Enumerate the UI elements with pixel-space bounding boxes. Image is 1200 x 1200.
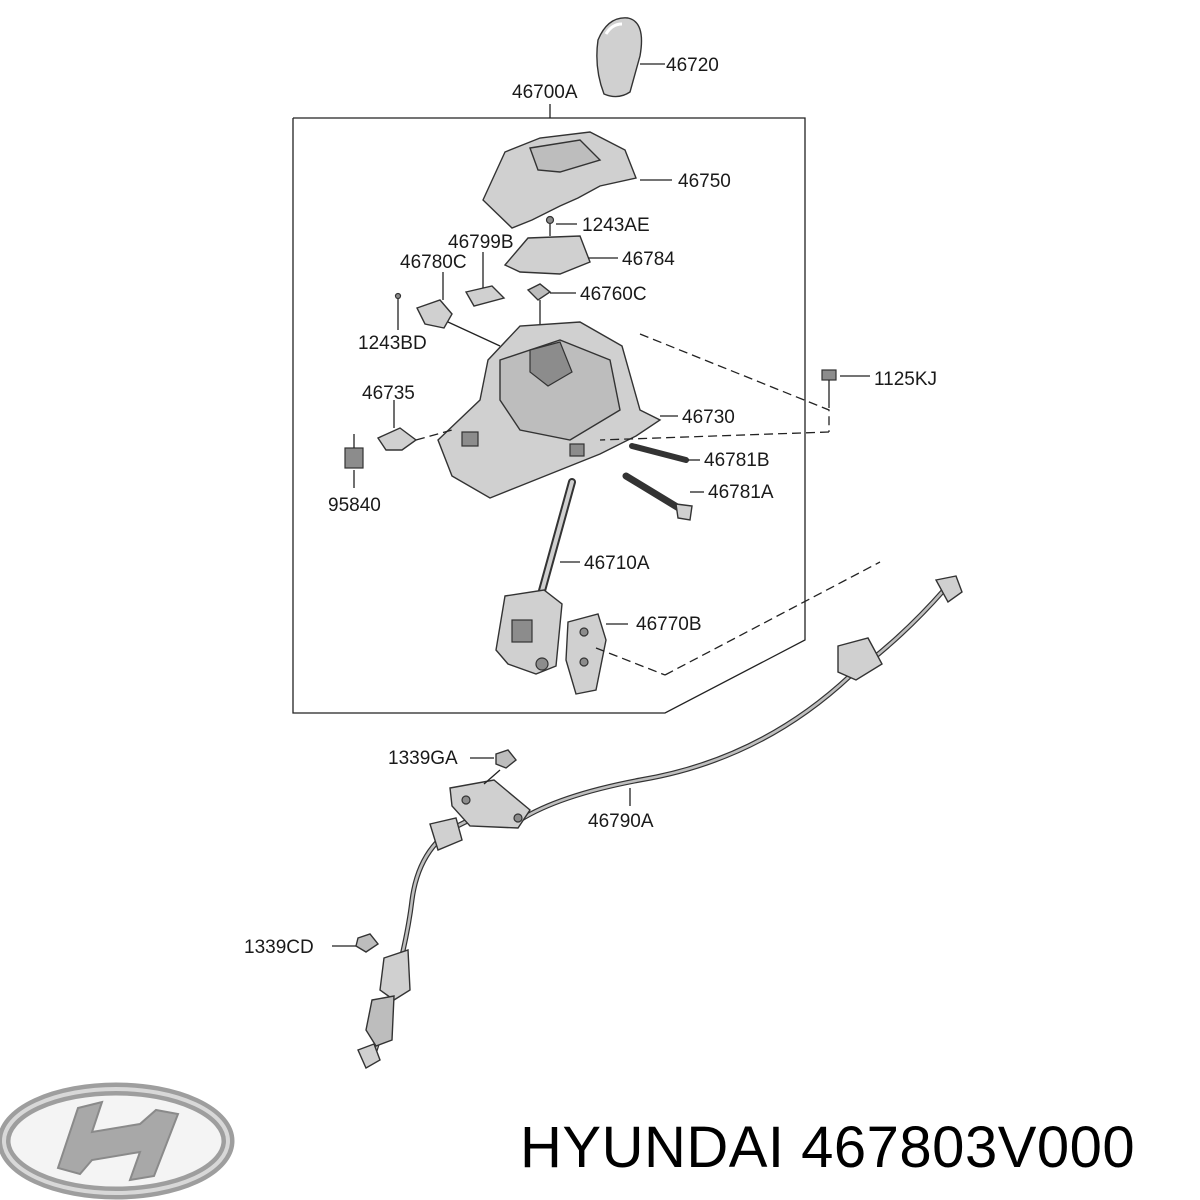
nut-1339ga [470, 749, 517, 785]
callout-46710a: 46710A [584, 553, 650, 574]
pins-46781 [622, 443, 704, 521]
shift-knob [596, 17, 665, 98]
nut-1339cd [332, 933, 380, 953]
part-number: 467803V000 [801, 1115, 1136, 1180]
callout-46790a: 46790A [588, 811, 654, 832]
callout-46735: 46735 [362, 383, 415, 404]
bolt-1125kj [599, 333, 870, 441]
callout-46781b: 46781B [704, 450, 770, 471]
callout-46700a: 46700A [512, 82, 578, 103]
small-cover-parts [416, 252, 506, 347]
switch-46735 [376, 400, 453, 451]
callout-46799b: 46799B [448, 232, 514, 253]
callout-1243bd: 1243BD [358, 333, 427, 354]
indicator-cover [482, 131, 672, 229]
callout-46730: 46730 [682, 407, 735, 428]
callout-1339ga: 1339GA [388, 748, 458, 769]
callout-1243ae: 1243AE [582, 215, 650, 236]
hyundai-logo-icon [0, 1082, 235, 1200]
callout-46760c: 46760C [580, 284, 647, 305]
control-cable [357, 575, 963, 1069]
callout-46784: 46784 [622, 249, 675, 270]
callout-1125kj: 1125KJ [874, 369, 937, 390]
sensor-95840 [344, 434, 364, 488]
caption: HYUNDAI 467803V000 [520, 1108, 1192, 1188]
callout-46781a: 46781A [708, 482, 774, 503]
brand-name: HYUNDAI [520, 1115, 785, 1180]
bracket-46770b [565, 561, 881, 695]
callout-46770b: 46770B [636, 614, 702, 635]
shift-lever [495, 478, 580, 675]
callout-46750: 46750 [678, 171, 731, 192]
screw-1243ae [545, 215, 577, 236]
callout-95840: 95840 [328, 495, 381, 516]
assembly-frame [292, 104, 806, 714]
pin-1243bd [394, 292, 402, 330]
callout-1339cd: 1339CD [244, 937, 314, 958]
callout-46780c: 46780C [400, 252, 467, 273]
slide-plate [503, 235, 618, 275]
shift-lever-housing [437, 321, 678, 499]
callout-46720: 46720 [666, 55, 719, 76]
